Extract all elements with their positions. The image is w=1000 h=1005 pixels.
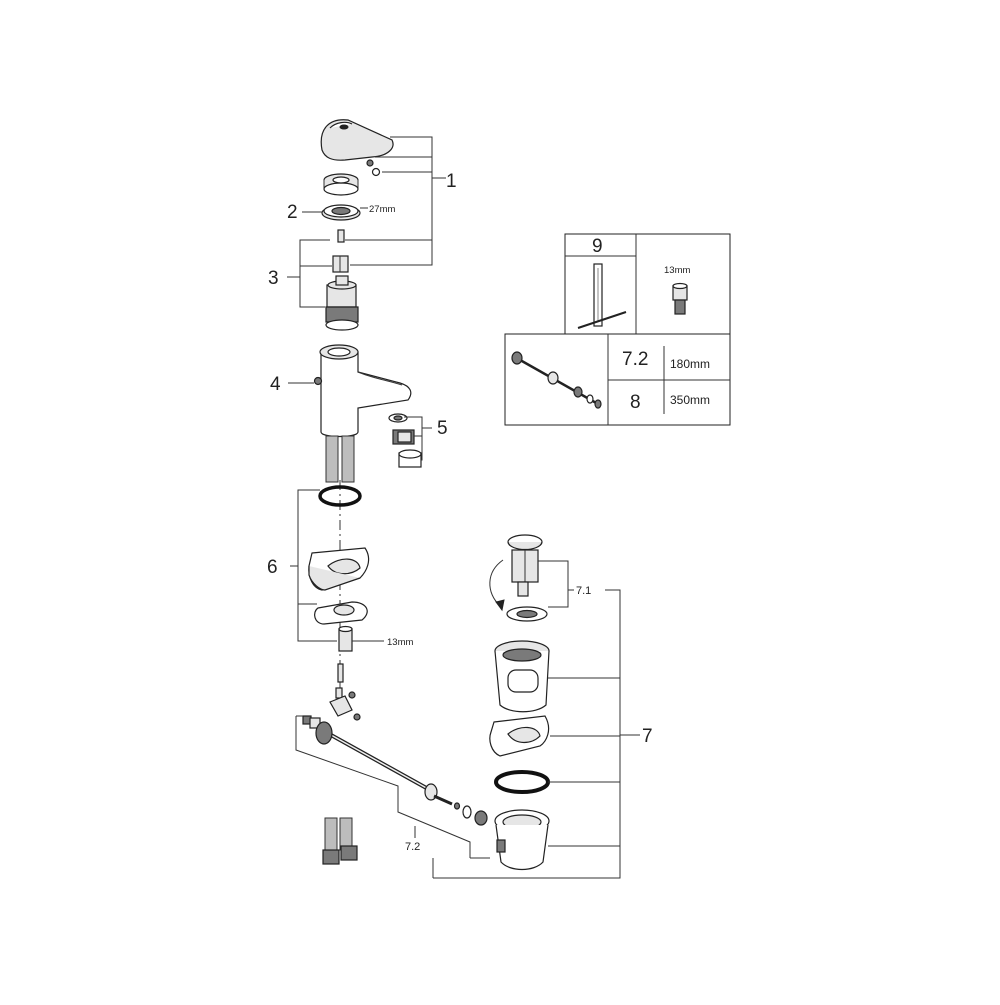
dimension-27mm: 27mm [369,204,395,215]
table-item-8: 8 [630,392,641,413]
table-item-7-2: 7.2 [622,349,648,370]
aerator [388,413,422,468]
pivot-rod [315,721,488,826]
leader-lines [287,136,640,879]
pivot-rod-thumbnail-icon [511,351,602,409]
dimension-13mm-fixing: 13mm [387,637,413,648]
callout-1: 1 [446,171,457,192]
waste-support-washer [489,715,550,757]
table-length-350mm: 350mm [670,393,710,407]
plug-seal [506,606,548,622]
faucet-body [313,344,412,438]
fixing-support-washer [308,547,370,591]
fixing-o-ring [318,485,362,507]
hex-nut-icon [672,282,688,315]
callout-2: 2 [287,202,298,223]
locking-nut [321,204,361,221]
waste-body [494,640,550,713]
callout-3: 3 [268,268,279,289]
callout-4: 4 [270,374,281,395]
waste-o-ring [494,770,550,794]
callout-7: 7 [642,726,653,747]
callout-7-1: 7.1 [576,585,591,597]
table-length-180mm: 180mm [670,357,710,371]
callout-6: 6 [267,557,278,578]
pop-up-plug [489,534,543,612]
cap-ring [323,173,359,196]
supply-hose-ends [322,817,358,865]
fixing-horseshoe-plate [314,601,368,625]
callout-7-2: 7.2 [405,841,420,853]
service-key-icon [572,255,634,329]
table-dimension-13mm: 13mm [664,265,690,276]
callout-5: 5 [437,418,448,439]
cartridge [325,275,359,331]
cartridge-adapter [332,255,349,273]
table-item-9: 9 [592,236,603,257]
lift-rod [335,663,344,699]
lever-handle [320,119,394,177]
cartridge-screw [337,229,345,243]
accessory-table: 9 13mm 7.2 180mm 8 350mm [504,233,731,426]
rod-clamp [302,691,361,729]
flexible-hoses [325,435,355,483]
fixing-nut [338,625,353,652]
waste-nut-body [494,809,550,871]
